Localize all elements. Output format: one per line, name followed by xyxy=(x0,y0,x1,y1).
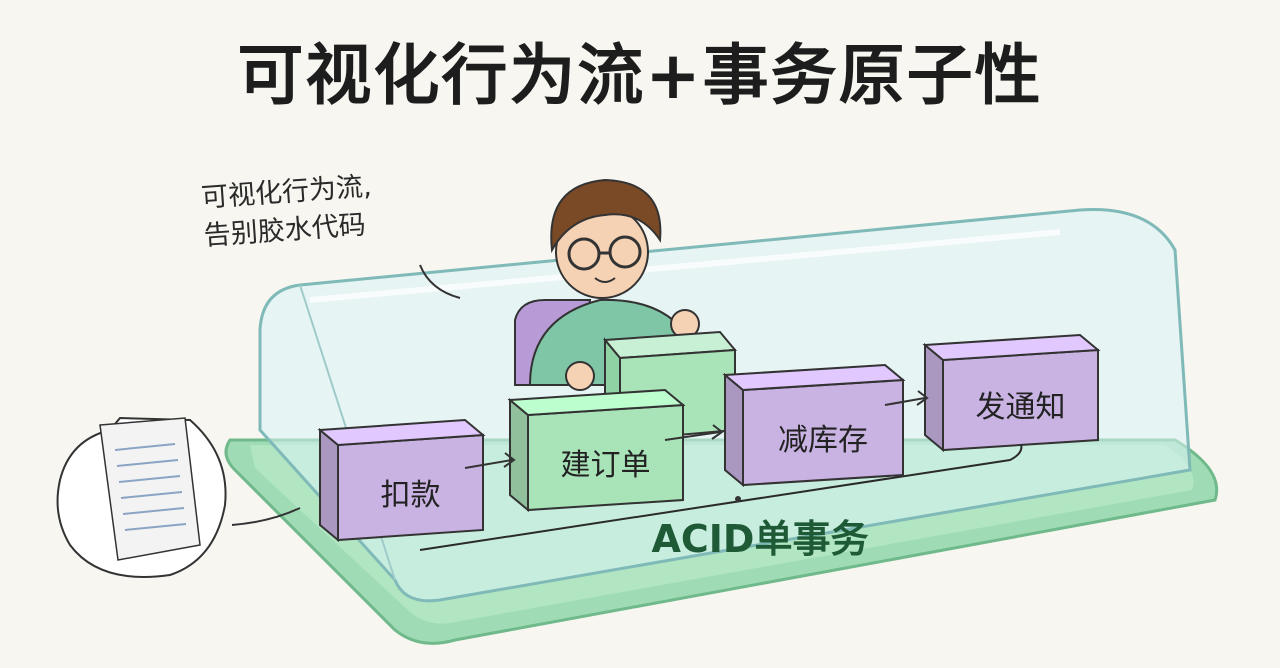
arrow-icon xyxy=(464,459,513,469)
transaction-label: ACID单事务 xyxy=(651,517,869,561)
arrow-icon xyxy=(664,431,721,441)
flow-block-4 xyxy=(922,333,1101,453)
flow-block-1 xyxy=(317,418,486,543)
crumpled-paper-icon xyxy=(56,416,301,578)
flow-block-label: 建订单 xyxy=(560,447,651,483)
arrows xyxy=(464,390,929,469)
flow-block-label: 发通知 xyxy=(975,390,1066,425)
flow-block-3 xyxy=(722,363,906,488)
flow-block-label: 扣款 xyxy=(380,477,441,513)
person-icon xyxy=(514,178,700,391)
flow-block-label: 减库存 xyxy=(778,422,868,458)
arrow-icon xyxy=(884,397,926,406)
flow-block-2 xyxy=(507,388,686,513)
page-title: 可视化行为流+事务原子性 xyxy=(237,37,1043,114)
